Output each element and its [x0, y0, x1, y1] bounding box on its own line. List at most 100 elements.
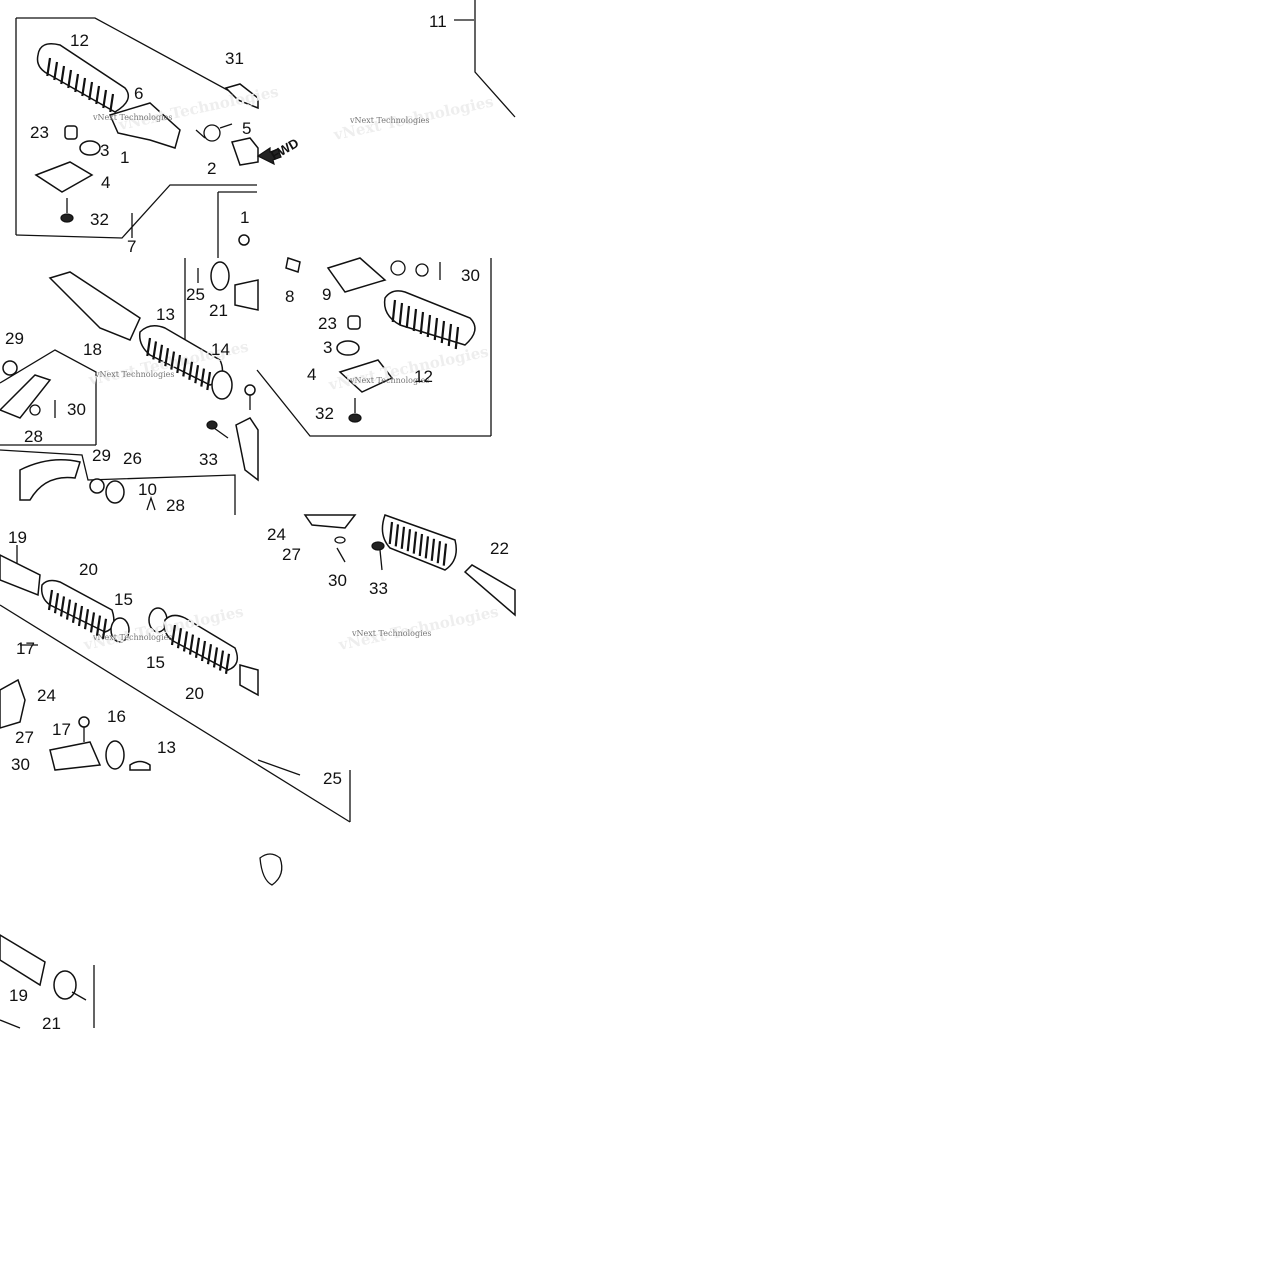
arm-18: [48, 271, 141, 341]
callout-21: 21: [209, 301, 228, 320]
watermark-3: vNext Technologies: [94, 370, 174, 379]
plate-24-right: [303, 514, 357, 529]
rib: [430, 538, 436, 561]
callout-17: 17: [16, 639, 35, 658]
collar-23-mid: [347, 315, 361, 330]
rib: [212, 647, 219, 668]
shaft-19-upper: [0, 554, 41, 597]
rib: [188, 634, 195, 655]
rib: [388, 521, 394, 545]
callout-24: 24: [267, 525, 286, 544]
callout-5: 5: [242, 119, 251, 138]
rib: [454, 326, 460, 350]
rubber-ribs: [170, 624, 231, 674]
washer-16: [105, 740, 125, 770]
callout-1: 1: [120, 148, 129, 167]
rib: [182, 631, 189, 652]
rib: [224, 653, 231, 674]
rib: [170, 351, 176, 370]
rib: [53, 593, 60, 614]
rubber-ribs: [388, 521, 448, 566]
callout-29: 29: [5, 329, 24, 348]
washer-29-left: [2, 360, 18, 376]
callout-29: 29: [92, 446, 111, 465]
callout-13: 13: [157, 738, 176, 757]
rib: [146, 337, 152, 357]
rib: [447, 323, 453, 347]
spring-2: [195, 123, 233, 142]
callout-23: 23: [30, 123, 49, 142]
cutout-masks: [258, 0, 515, 257]
rib: [164, 348, 170, 367]
rib: [412, 308, 418, 332]
callout-27: 27: [282, 545, 301, 564]
callout-23: 23: [318, 314, 337, 333]
bolt-32-mid: [348, 398, 362, 423]
rib: [424, 536, 430, 559]
watermark-1: vNext Technologies: [92, 113, 172, 122]
callout-12: 12: [70, 31, 89, 50]
collar-23-top: [64, 125, 78, 140]
bolt-33-mid: [206, 420, 229, 439]
callout-9: 9: [322, 285, 331, 304]
rib: [65, 599, 72, 620]
callout-32: 32: [315, 404, 334, 423]
rib: [152, 341, 158, 360]
frame-lines: [0, 0, 516, 1029]
callout-19: 19: [9, 986, 28, 1005]
footpeg-rubber-20-right: [163, 614, 239, 671]
callout-7: 7: [127, 237, 136, 256]
rubber-ribs: [146, 337, 212, 391]
rib: [81, 77, 87, 97]
rib: [394, 524, 400, 547]
callout-1: 1: [240, 208, 249, 227]
rib: [400, 526, 406, 549]
washer-15-left: [110, 617, 130, 643]
lever-lower-left: [19, 459, 81, 501]
callout-6: 6: [134, 84, 143, 103]
rib: [95, 615, 102, 636]
callout-4: 4: [101, 173, 110, 192]
rib: [405, 305, 411, 329]
rib: [188, 361, 194, 380]
callout-26: 26: [123, 449, 142, 468]
rib: [206, 644, 213, 665]
pin-30-right: [336, 547, 346, 563]
footpeg-rubber-13-lower: [129, 760, 151, 771]
part-5: [231, 137, 259, 166]
rib: [67, 69, 73, 89]
washer-14: [211, 370, 233, 400]
bracket-8: [285, 257, 301, 273]
callout-30: 30: [461, 266, 480, 285]
callout-22: 22: [490, 539, 509, 558]
bracket-9: [326, 257, 387, 293]
pin-17-lower: [78, 716, 90, 742]
pin-10: [146, 495, 156, 511]
callout-2: 2: [207, 159, 216, 178]
fwd-arrow: [256, 146, 282, 166]
callout-8: 8: [285, 287, 294, 306]
callout-31: 31: [225, 49, 244, 68]
block-24-left: [0, 678, 26, 729]
pin-17-mid: [244, 384, 256, 410]
bolt-33-right: [371, 541, 385, 571]
rib: [158, 344, 164, 363]
rib: [95, 85, 101, 105]
callout-25: 25: [186, 285, 205, 304]
washer-28-left: [29, 404, 41, 416]
rib: [170, 624, 177, 646]
callout-21: 21: [42, 1014, 61, 1033]
callout-27: 27: [15, 728, 34, 747]
rib: [176, 354, 182, 374]
bolt-21-lower: [71, 991, 87, 1001]
cap-3-mid: [336, 340, 360, 356]
plate-4-top: [34, 161, 94, 193]
bracket-6: [108, 102, 181, 149]
callout-30: 30: [328, 571, 347, 590]
rubber-ribs: [391, 299, 460, 350]
part-31: [224, 83, 259, 110]
rib: [47, 589, 54, 611]
plate-4-mid: [338, 359, 394, 393]
rib: [436, 541, 442, 564]
